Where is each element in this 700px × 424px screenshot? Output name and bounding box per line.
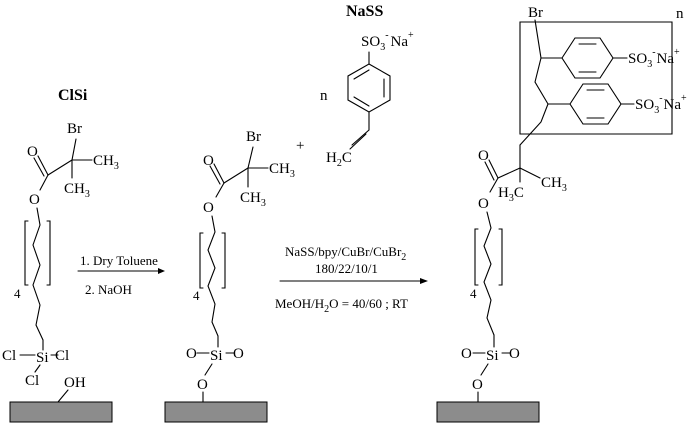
repeat-n: n bbox=[320, 88, 328, 104]
silicon-atom: Si bbox=[210, 348, 223, 364]
bromine-atom: Br bbox=[246, 129, 261, 145]
step2-reagents: NaSS/bpy/CuBr/CuBr2 bbox=[285, 244, 406, 263]
step1-line2: 2. NaOH bbox=[85, 282, 132, 297]
chlorine-atom: Cl bbox=[2, 348, 16, 364]
step2-solvent: MeOH/H2O = 40/60 ; RT bbox=[275, 296, 408, 315]
methyl-group: CH3 bbox=[93, 153, 119, 172]
hydroxyl-group: OH bbox=[64, 375, 86, 391]
anchor-oxygen: O bbox=[472, 377, 483, 393]
plus-sign: + bbox=[296, 138, 304, 154]
chlorine-atom: Cl bbox=[55, 348, 69, 364]
repeat-count: 4 bbox=[14, 286, 21, 301]
nass-monomer: NaSS SO3-Na+ n H2C bbox=[320, 3, 414, 169]
reaction-step-2: NaSS/bpy/CuBr/CuBr2 180/22/10/1 MeOH/H2O… bbox=[275, 244, 428, 315]
sulfonate-group: SO3-Na+ bbox=[361, 30, 414, 53]
repeat-count: 4 bbox=[193, 288, 200, 303]
silicon-atom: Si bbox=[36, 350, 49, 366]
polymer-brush: n Br SO3-Na+ SO3-Na+ CH3 H3C O O bbox=[436, 5, 687, 423]
repeat-n: n bbox=[676, 6, 684, 22]
initiator-surface: Br CH3 CH3 O O 4 Si O O O bbox=[164, 129, 295, 423]
bromine-atom: Br bbox=[67, 121, 82, 137]
clsi-molecule: ClSi Br CH3 CH3 O O 4 Si Cl Cl Cl OH bbox=[2, 87, 119, 423]
substrate-surface bbox=[436, 401, 540, 423]
reaction-step-1: 1. Dry Toluene 2. NaOH bbox=[77, 253, 165, 297]
nass-label: NaSS bbox=[346, 3, 383, 20]
carbonyl-oxygen: O bbox=[478, 148, 489, 164]
clsi-label: ClSi bbox=[58, 87, 88, 104]
ester-oxygen: O bbox=[203, 200, 214, 216]
step1-line1: 1. Dry Toluene bbox=[80, 253, 158, 268]
ester-oxygen: O bbox=[29, 192, 40, 208]
chlorine-atom: Cl bbox=[25, 373, 39, 389]
bromine-atom: Br bbox=[528, 5, 543, 21]
siloxane-oxygen: O bbox=[461, 346, 472, 362]
siloxane-oxygen: O bbox=[509, 346, 520, 362]
substrate-surface bbox=[164, 401, 268, 423]
methyl-group: H3C bbox=[498, 185, 524, 204]
siloxane-oxygen: O bbox=[233, 346, 244, 362]
repeat-count: 4 bbox=[470, 286, 477, 301]
carbonyl-oxygen: O bbox=[203, 153, 214, 169]
methyl-group: CH3 bbox=[541, 175, 567, 194]
methyl-group: CH3 bbox=[64, 181, 90, 200]
carbonyl-oxygen: O bbox=[27, 144, 38, 160]
vinyl-group: H2C bbox=[326, 150, 352, 169]
siloxane-oxygen: O bbox=[186, 346, 197, 362]
ester-oxygen: O bbox=[478, 196, 489, 212]
step2-ratio: 180/22/10/1 bbox=[315, 261, 378, 276]
methyl-group: CH3 bbox=[269, 161, 295, 180]
sulfonate-group: SO3-Na+ bbox=[628, 47, 680, 70]
silicon-atom: Si bbox=[486, 348, 499, 364]
methyl-group: CH3 bbox=[240, 190, 266, 209]
sulfonate-group: SO3-Na+ bbox=[635, 93, 687, 116]
anchor-oxygen: O bbox=[197, 377, 208, 393]
substrate-surface bbox=[9, 401, 113, 423]
